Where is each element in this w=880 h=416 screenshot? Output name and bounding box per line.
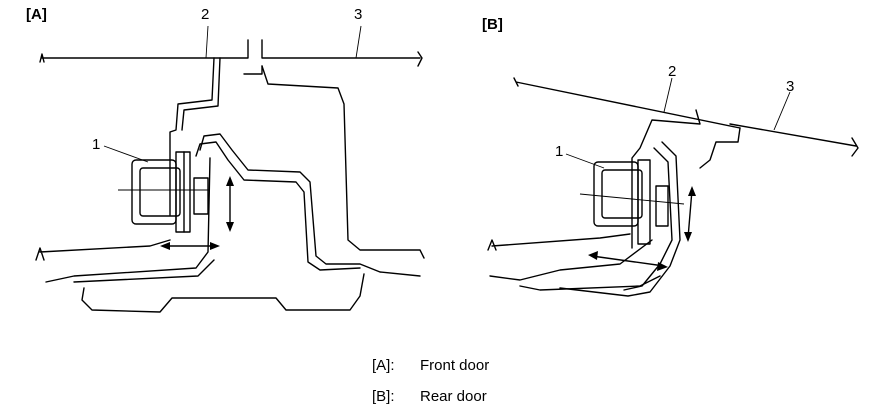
front-pillar-inner-2 — [181, 57, 221, 131]
front-hinge-plate — [175, 151, 191, 233]
front-pillar-inner — [169, 57, 215, 216]
legend-front-door-text: Front door — [420, 357, 490, 374]
rear-hinge-plate — [637, 159, 651, 245]
panel-b-callout-3: 3 — [786, 78, 795, 95]
leader-b-3 — [773, 91, 791, 131]
legend-rear-door-text: Rear door — [420, 388, 487, 405]
leader-a-2 — [205, 25, 209, 59]
legend-front-door-key: [A]: — [372, 357, 395, 374]
legend-rear-door: [B]: Rear door — [372, 388, 487, 405]
front-lower-panel-2 — [73, 259, 215, 283]
rear-pillar-inner — [631, 109, 701, 249]
front-body-panel — [39, 39, 249, 63]
rear-door-shell-outer — [559, 141, 681, 297]
legend-front-door: [A]: Front door — [372, 357, 489, 374]
front-hinge-body-inner — [139, 167, 181, 217]
rear-lower-panel-2 — [519, 275, 661, 291]
panel-a-callout-3: 3 — [354, 6, 363, 23]
rear-hinge-body-inner — [601, 169, 643, 219]
legend-rear-door-key: [B]: — [372, 388, 395, 405]
leader-b-1 — [565, 153, 605, 169]
rear-lower-panel — [489, 239, 653, 281]
front-door-panel — [261, 39, 423, 67]
rear-hinge-centerline — [579, 193, 685, 205]
rear-h-arrow-shaft — [591, 255, 665, 267]
rear-door-panel — [729, 123, 859, 157]
panel-b-tag: [B] — [482, 16, 503, 33]
panel-a-tag: [A] — [26, 6, 47, 23]
rear-body-panel — [513, 77, 741, 129]
front-door-drawing — [35, 25, 425, 313]
panel-b-callout-1: 1 — [555, 143, 564, 160]
rear-door-edge — [699, 127, 741, 169]
rear-h-arrow-heads — [588, 251, 668, 271]
panel-a-callout-2: 2 — [201, 6, 210, 23]
rear-v-arrow-shaft — [687, 189, 693, 239]
leader-a-3 — [355, 25, 362, 59]
panel-b-callout-2: 2 — [668, 63, 677, 80]
panel-a-callout-1: 1 — [92, 136, 101, 153]
front-door-edge — [261, 65, 425, 259]
front-rocker-box — [81, 273, 365, 313]
rear-hinge-bolt — [655, 185, 669, 227]
front-hinge-bolt — [193, 177, 209, 215]
front-lower-panel — [45, 157, 211, 283]
rear-door-drawing — [487, 77, 859, 297]
front-sill-line — [35, 239, 171, 261]
front-door-seal — [243, 65, 263, 75]
leader-b-2 — [663, 77, 673, 113]
rear-sill-line — [487, 233, 631, 251]
front-door-shell-outer — [199, 133, 421, 277]
front-door-shell-inner — [195, 141, 361, 271]
